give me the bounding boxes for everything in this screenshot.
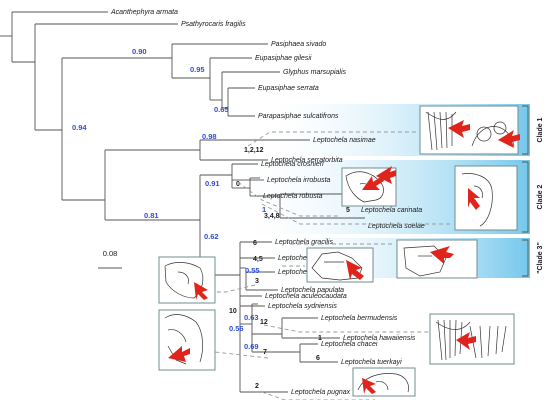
taxon-label: Pasiphaea sivado — [271, 41, 326, 48]
taxon-label: Leptochela pugnax — [291, 389, 351, 396]
change-label: 1 — [318, 335, 322, 342]
inset-left-lower — [158, 309, 216, 371]
support-value: 0.94 — [72, 123, 87, 132]
taxon-label: Psathyrocaris fragilis — [181, 21, 246, 28]
change-label: 10 — [229, 308, 237, 315]
taxon-label: Leptochela hawaiiensis — [343, 335, 416, 342]
support-value: 0.95 — [190, 65, 205, 74]
change-label: 12 — [260, 319, 268, 326]
support-value: 0.98 — [202, 132, 217, 141]
taxon-label: Leptochela serratorbita — [271, 157, 343, 164]
inset-hawaiiensis — [429, 313, 515, 365]
support-value: 0.90 — [132, 47, 147, 56]
taxon-label: Leptochela sydniensis — [268, 303, 337, 310]
taxon-label: Leptochela robusta — [263, 193, 323, 200]
taxon-label: Glyphus marsupialis — [283, 69, 347, 76]
taxon-label: Leptochela aculeocaudata — [265, 293, 347, 300]
change-label: 6 — [253, 240, 257, 247]
change-label: 4,5 — [253, 256, 263, 263]
change-label: 0 — [236, 181, 240, 188]
taxon-label: Leptochela chacei — [321, 341, 378, 348]
change-label: 7 — [263, 349, 267, 356]
support-value: 0.56 — [229, 324, 244, 333]
clade1-bracket — [522, 105, 529, 155]
taxon-label: Leptochela carinata — [361, 207, 422, 214]
support-value: 0.91 — [205, 179, 220, 188]
taxon-label: Eupasiphae serrata — [258, 85, 319, 92]
taxon-label: Leptochela soelae — [368, 223, 425, 230]
taxon-label: Leptochela nasimae — [313, 137, 376, 144]
taxon-label: Eupasiphae gilesii — [255, 55, 312, 62]
change-label: 3 — [255, 278, 259, 285]
change-label: 3,4,8 — [264, 213, 280, 220]
inset-clade3-a — [306, 247, 374, 283]
support-value: 0.65 — [214, 105, 229, 114]
support-value: 0.81 — [144, 211, 159, 220]
clade3-bracket — [522, 239, 529, 277]
scale-bar-label: 0.08 — [103, 249, 118, 258]
taxon-label: Leptochela papulata — [281, 287, 344, 294]
taxon-label: Acanthephyra armata — [110, 9, 178, 16]
taxon-label: Leptochela crosnieri — [261, 161, 324, 168]
inset-clade2-b — [454, 165, 518, 231]
support-value: 0.69 — [244, 342, 259, 351]
taxon-label: Leptochela irrobusta — [267, 177, 331, 184]
change-label: 6 — [316, 355, 320, 362]
change-label: 5 — [346, 207, 350, 214]
dashed-connectors — [214, 131, 452, 400]
change-label: 2 — [255, 383, 259, 390]
support-value: 0.55 — [245, 266, 260, 275]
inset-pugnax — [352, 367, 416, 397]
clade3-band — [260, 238, 530, 278]
inset-clade3-b — [396, 239, 478, 279]
taxon-label: Leptochela tuerkayi — [341, 359, 402, 366]
inset-clade1 — [419, 105, 520, 155]
support-value: 0.63 — [244, 313, 259, 322]
inset-clade2-a — [341, 166, 397, 207]
taxon-label: Leptochela bermudensis — [321, 315, 398, 322]
change-label: 1,2,12 — [244, 147, 264, 154]
taxon-label: Leptochela gracilis — [275, 239, 333, 246]
clade3-label: "Clade 3" — [537, 242, 544, 274]
clade2-bracket — [522, 161, 529, 233]
taxon-label: Parapasiphae sulcatifrons — [258, 113, 339, 120]
clade2-label: Clade 2 — [537, 184, 544, 209]
support-value: 1 — [262, 205, 266, 214]
inset-left-upper — [158, 256, 216, 304]
support-value: 0.62 — [204, 232, 219, 241]
clade1-label: Clade 1 — [537, 117, 544, 142]
